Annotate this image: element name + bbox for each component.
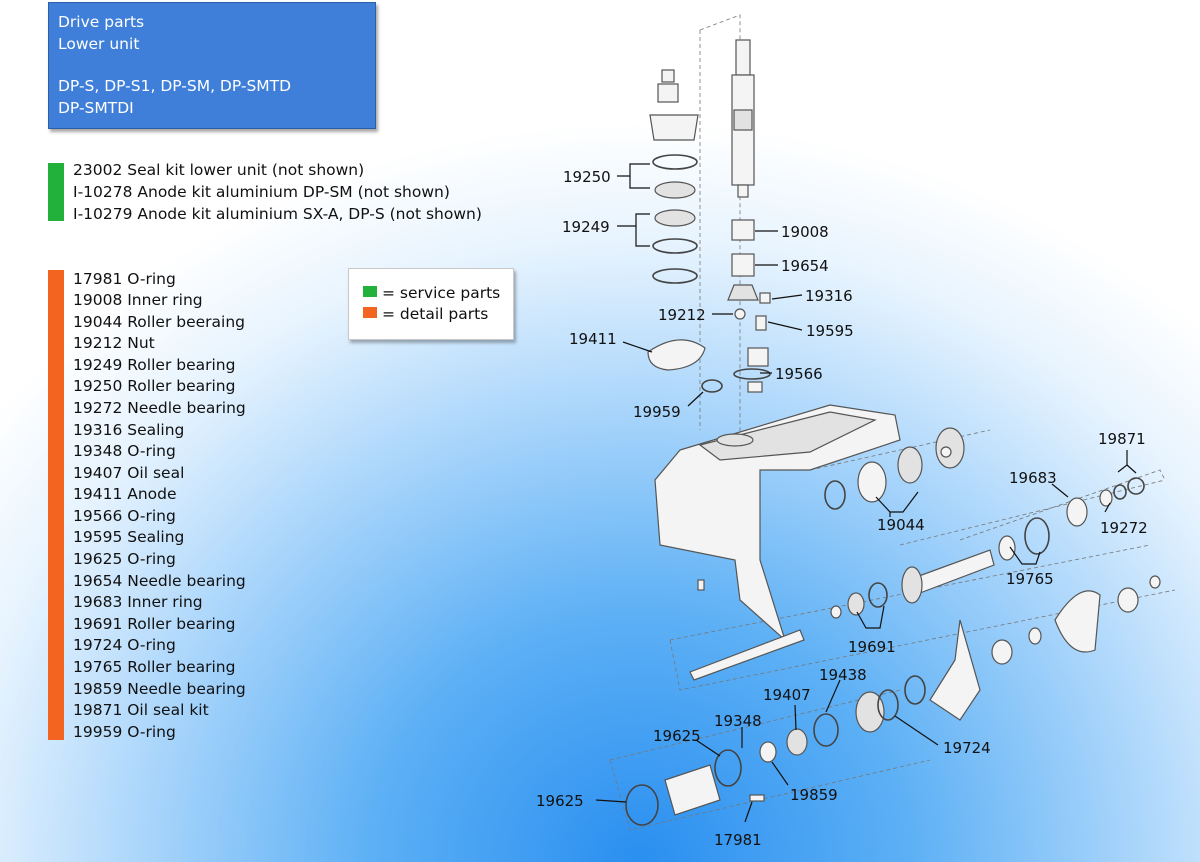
title-box: Drive parts Lower unit DP-S, DP-S1, DP-S… <box>48 2 376 129</box>
callout-19691: 19691 <box>848 638 896 656</box>
legend-service-label: = service parts <box>382 284 501 302</box>
callout-19859: 19859 <box>790 786 838 804</box>
callout-19212: 19212 <box>658 306 706 324</box>
title-line-4: DP-SMTDI <box>58 99 134 117</box>
callout-19871: 19871 <box>1098 430 1146 448</box>
forward-gear-set <box>824 427 965 510</box>
callout-19654: 19654 <box>781 257 829 275</box>
callout-19438: 19438 <box>819 666 867 684</box>
callout-19566: 19566 <box>775 365 823 383</box>
part-item: 19249 Roller bearing <box>73 356 236 374</box>
legend-box: = service parts = detail parts <box>348 268 514 340</box>
callout-19625-upper: 19625 <box>653 727 701 745</box>
pinion-parts <box>727 219 771 393</box>
anode <box>647 339 706 371</box>
propeller-front <box>904 619 1042 721</box>
kit-item: I-10279 Anode kit aluminium SX-A, DP-S (… <box>73 205 482 223</box>
part-item: 19212 Nut <box>73 334 155 352</box>
callout-19724: 19724 <box>943 739 991 757</box>
callout-19959: 19959 <box>633 403 681 421</box>
legend-detail-swatch <box>363 307 377 318</box>
callout-19683: 19683 <box>1009 469 1057 487</box>
legend-service-swatch <box>363 286 377 297</box>
leader-lines <box>595 163 1137 823</box>
service-parts-bar <box>48 163 64 221</box>
callout-19250: 19250 <box>563 168 611 186</box>
kit-item: I-10278 Anode kit aluminium DP-SM (not s… <box>73 183 450 201</box>
part-item: 19724 O-ring <box>73 636 176 654</box>
callout-19348: 19348 <box>714 712 762 730</box>
oring-19959 <box>701 379 723 393</box>
part-item: 19411 Anode <box>73 485 177 503</box>
propeller-rear <box>1054 575 1161 653</box>
assembly-guides <box>609 14 1176 831</box>
callout-labels: 19250 19249 19008 19654 19316 19212 1959… <box>536 168 1148 849</box>
part-item: 17981 O-ring <box>73 270 176 288</box>
part-item: 19959 O-ring <box>73 723 176 741</box>
title-line-1: Drive parts <box>58 13 145 31</box>
part-item: 19859 Needle bearing <box>73 680 246 698</box>
legend-detail-label: = detail parts <box>382 305 489 323</box>
lower-shaft <box>689 582 888 681</box>
callout-19044: 19044 <box>877 516 925 534</box>
part-item: 19250 Roller bearing <box>73 377 236 395</box>
part-item: 19008 Inner ring <box>73 291 203 309</box>
part-item: 19683 Inner ring <box>73 593 203 611</box>
part-item: 19348 O-ring <box>73 442 176 460</box>
part-item: 19871 Oil seal kit <box>73 701 209 719</box>
callout-19765: 19765 <box>1006 570 1054 588</box>
title-line-3: DP-S, DP-S1, DP-SM, DP-SMTD <box>58 77 292 95</box>
part-item: 19691 Roller bearing <box>73 615 236 633</box>
drive-shaft <box>731 39 755 198</box>
gear-housing <box>654 404 901 642</box>
part-item: 19654 Needle bearing <box>73 572 246 590</box>
callout-19595: 19595 <box>806 322 854 340</box>
part-item: 19044 Roller beeraing <box>73 313 245 331</box>
callout-19411: 19411 <box>569 330 617 348</box>
part-item: 19407 Oil seal <box>73 464 185 482</box>
callout-17981: 17981 <box>714 831 762 849</box>
part-item: 19272 Needle bearing <box>73 399 246 417</box>
title-line-2: Lower unit <box>58 35 140 53</box>
upper-bearing-stack <box>649 69 699 284</box>
part-item: 19765 Roller bearing <box>73 658 236 676</box>
callout-19008: 19008 <box>781 223 829 241</box>
bearing-carrier <box>625 689 899 826</box>
callout-19249: 19249 <box>562 218 610 236</box>
legend-detail: = detail parts <box>363 304 488 324</box>
part-item: 19595 Sealing <box>73 528 185 546</box>
callout-19625-lower: 19625 <box>536 792 584 810</box>
legend-service: = service parts <box>363 283 500 303</box>
callout-19407: 19407 <box>763 686 811 704</box>
part-item: 19316 Sealing <box>73 421 185 439</box>
propeller-shaft-set <box>901 477 1145 604</box>
kit-item: 23002 Seal kit lower unit (not shown) <box>73 161 365 179</box>
detail-parts-bar <box>48 270 64 740</box>
callout-19272: 19272 <box>1100 519 1148 537</box>
callout-19316: 19316 <box>805 287 853 305</box>
part-item: 19566 O-ring <box>73 507 176 525</box>
part-item: 19625 O-ring <box>73 550 176 568</box>
